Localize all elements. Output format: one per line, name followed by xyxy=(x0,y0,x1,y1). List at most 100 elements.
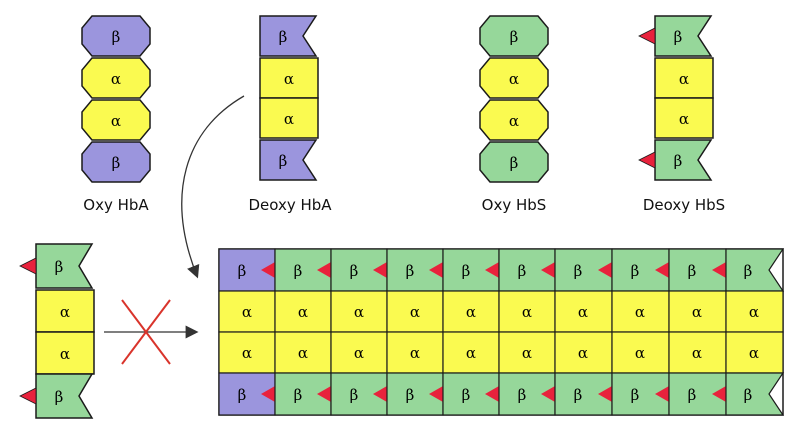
beta-label: β xyxy=(631,262,640,280)
alpha-label: α xyxy=(679,70,689,88)
alpha-label: α xyxy=(242,303,252,321)
alpha-subunit xyxy=(330,290,388,333)
oxy-hbs-caption: Oxy HbS xyxy=(482,196,547,214)
sticky-patch xyxy=(373,262,387,278)
alpha-subunit xyxy=(218,331,276,374)
deoxy-hbs-tetramer: β α α β Deoxy HbS xyxy=(638,15,725,214)
alpha-label: α xyxy=(410,344,420,362)
beta-label: β xyxy=(294,386,303,404)
sticky-patch xyxy=(429,262,443,278)
alpha-subunit xyxy=(35,289,95,333)
alpha-label: α xyxy=(354,303,364,321)
beta-subunit xyxy=(654,139,713,181)
alpha-label: α xyxy=(578,303,588,321)
beta-label: β xyxy=(574,386,583,404)
alpha-label: α xyxy=(284,110,294,128)
alpha-label: α xyxy=(111,70,121,88)
beta-subunit xyxy=(725,372,785,416)
beta-label: β xyxy=(518,386,527,404)
beta-subunit xyxy=(498,248,556,292)
beta-label: β xyxy=(462,386,471,404)
sticky-patch xyxy=(261,262,275,278)
beta-label: β xyxy=(744,262,753,280)
alpha-subunit xyxy=(259,57,319,99)
alpha-subunit xyxy=(479,57,549,99)
beta-subunit xyxy=(35,373,94,419)
beta-subunit xyxy=(259,139,318,181)
alpha-subunit xyxy=(725,331,784,374)
alpha-label: α xyxy=(298,303,308,321)
alpha-label: α xyxy=(284,70,294,88)
sticky-patch xyxy=(598,262,612,278)
alpha-label: α xyxy=(749,344,759,362)
alpha-subunit xyxy=(81,99,151,141)
alpha-label: α xyxy=(410,303,420,321)
oxy-hba-caption: Oxy HbA xyxy=(83,196,149,214)
beta-label: β xyxy=(55,258,64,276)
sticky-patch xyxy=(429,386,443,402)
alpha-label: α xyxy=(509,70,519,88)
beta-label: β xyxy=(574,262,583,280)
beta-label: β xyxy=(631,386,640,404)
beta-label: β xyxy=(510,28,519,46)
alpha-subunit xyxy=(81,57,151,99)
beta-label: β xyxy=(55,388,64,406)
sticky-patch xyxy=(261,386,275,402)
alpha-subunit xyxy=(259,97,319,139)
alpha-label: α xyxy=(466,344,476,362)
alpha-subunit xyxy=(35,331,95,375)
beta-label: β xyxy=(279,28,288,46)
sticky-patch xyxy=(317,386,331,402)
alpha-label: α xyxy=(354,344,364,362)
alpha-label: α xyxy=(635,344,645,362)
alpha-label: α xyxy=(692,303,702,321)
beta-label: β xyxy=(350,262,359,280)
beta-label: β xyxy=(518,262,527,280)
alpha-label: α xyxy=(242,344,252,362)
beta-subunit xyxy=(259,15,318,57)
sticky-patch xyxy=(638,151,656,169)
alpha-label: α xyxy=(578,344,588,362)
alpha-subunit xyxy=(611,331,670,374)
hbs-polymer-fiber: β α α β β α α β β α α β β α xyxy=(218,248,785,416)
alpha-subunit xyxy=(479,99,549,141)
beta-subunit xyxy=(81,141,151,183)
alpha-subunit xyxy=(274,290,332,333)
alpha-subunit xyxy=(218,290,276,333)
alpha-subunit xyxy=(442,290,500,333)
blocked-cross-stroke xyxy=(121,299,171,365)
beta-subunit xyxy=(479,141,549,183)
sticky-patch xyxy=(638,27,656,45)
alpha-subunit xyxy=(725,290,784,333)
beta-label: β xyxy=(238,262,247,280)
oxy-hbs-tetramer: β α α β Oxy HbS xyxy=(479,15,549,214)
alpha-label: α xyxy=(509,112,519,130)
beta-label: β xyxy=(688,262,697,280)
alpha-subunit xyxy=(442,331,500,374)
alpha-label: α xyxy=(522,344,532,362)
beta-label: β xyxy=(279,152,288,170)
beta-subunit xyxy=(81,15,151,57)
deoxy-hba-caption: Deoxy HbA xyxy=(248,196,332,214)
beta-label: β xyxy=(406,386,415,404)
beta-label: β xyxy=(510,154,519,172)
beta-label: β xyxy=(112,154,121,172)
sticky-patch xyxy=(485,386,499,402)
alpha-label: α xyxy=(522,303,532,321)
alpha-label: α xyxy=(749,303,759,321)
alpha-subunit xyxy=(554,331,613,374)
alpha-label: α xyxy=(60,303,70,321)
alpha-label: α xyxy=(679,110,689,128)
sticky-patch xyxy=(655,262,669,278)
beta-label: β xyxy=(674,152,683,170)
beta-label: β xyxy=(350,386,359,404)
alpha-subunit xyxy=(274,331,332,374)
alpha-subunit xyxy=(654,57,714,99)
sticky-patch xyxy=(712,386,726,402)
beta-label: β xyxy=(744,386,753,404)
alpha-label: α xyxy=(635,303,645,321)
alpha-label: α xyxy=(60,345,70,363)
beta-label: β xyxy=(674,28,683,46)
deoxy-hbs-caption: Deoxy HbS xyxy=(643,196,725,214)
beta-label: β xyxy=(406,262,415,280)
